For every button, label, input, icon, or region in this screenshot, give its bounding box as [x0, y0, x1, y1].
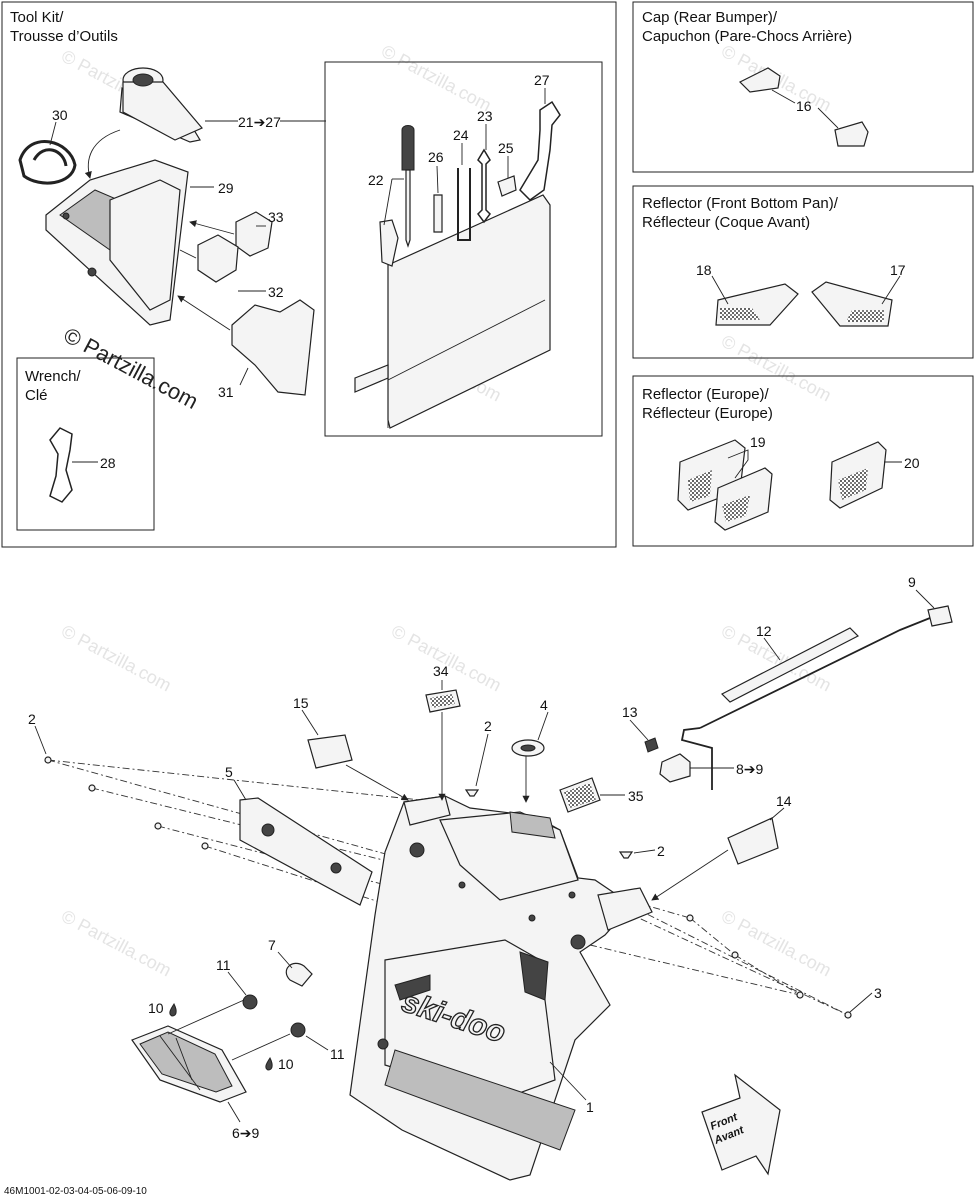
callout: 3: [874, 985, 882, 1001]
reflector-front-panel: Reflector (Front Bottom Pan)/ Réflecteur…: [632, 185, 974, 359]
callout: 27: [534, 72, 550, 88]
grommet-11a: [242, 994, 258, 1010]
grommet-13: [644, 737, 659, 753]
main-assembly: 2 2 2 3 5 ski-doo 1 15: [4, 574, 953, 1197]
small-wrench: [477, 148, 491, 224]
watermark: © Partzilla.com: [718, 621, 834, 696]
bit: [433, 194, 443, 233]
watermark: © Partzilla.com: [58, 621, 174, 696]
callout: 10: [278, 1056, 294, 1072]
tool-box: [45, 159, 189, 326]
callout: 31: [218, 384, 234, 400]
cap-right: [834, 121, 869, 147]
callout: 21➔27: [238, 114, 281, 130]
callout: 24: [453, 127, 469, 143]
callout: 19: [750, 434, 766, 450]
cap-title-2: Capuchon (Pare-Chocs Arrière): [642, 28, 852, 45]
callout: 16: [796, 98, 812, 114]
callout: 5: [225, 764, 233, 780]
callout: 8➔9: [736, 761, 764, 777]
cap-panel: Cap (Rear Bumper)/ Capuchon (Pare-Chocs …: [632, 1, 974, 173]
callout: 6➔9: [232, 1125, 260, 1141]
screwdriver: [379, 125, 415, 267]
callout: 33: [268, 209, 284, 225]
callout: 30: [52, 107, 68, 123]
callout: 18: [696, 262, 712, 278]
reflector-europe-title-2: Réflecteur (Europe): [642, 405, 773, 422]
strap: [18, 140, 77, 185]
callout: 32: [268, 284, 284, 300]
sealant-icon: [169, 1003, 177, 1017]
foam-33: [235, 211, 273, 257]
spanner: [519, 100, 561, 201]
callout: 1: [586, 1099, 594, 1115]
strip-12: [720, 627, 860, 703]
callout: 11: [216, 957, 231, 973]
decal-14: [727, 817, 779, 865]
callout: 23: [477, 108, 493, 124]
reflector-europe-panel: Reflector (Europe)/ Réflecteur (Europe) …: [632, 375, 974, 547]
hex-key: [457, 168, 471, 241]
callout: 17: [890, 262, 906, 278]
sealant-icon: [265, 1057, 273, 1071]
tool-kit-panel: Tool Kit/ Trousse d’Outils 21➔27 30: [1, 1, 617, 548]
callout: 11: [330, 1046, 345, 1062]
bracket-5: [239, 797, 373, 906]
socket-8: [659, 753, 691, 783]
callout: 28: [100, 455, 116, 471]
tool-kit-title-1: Tool Kit/: [10, 9, 64, 26]
watermark: © Partzilla.com: [718, 906, 834, 981]
clip: [497, 175, 517, 197]
rivets: [44, 756, 852, 1019]
wire-harness: [699, 617, 931, 729]
bulb-7: [285, 962, 313, 987]
wrench-sub-box: [16, 357, 155, 531]
callout: 2: [28, 711, 36, 727]
reflector-front-title-2: Réflecteur (Coque Avant): [642, 214, 810, 231]
callout: 34: [433, 663, 449, 679]
callout: 26: [428, 149, 444, 165]
callout: 22: [368, 172, 384, 188]
tools-sub-box: [324, 61, 603, 437]
connector-9: [927, 605, 953, 627]
callout: 12: [756, 623, 772, 639]
cap-title-1: Cap (Rear Bumper)/: [642, 9, 778, 26]
watermark: © Partzilla.com: [378, 41, 494, 116]
callout: 15: [293, 695, 309, 711]
tool-kit-title-2: Trousse d’Outils: [10, 28, 118, 45]
callout: 10: [148, 1000, 164, 1016]
reflector-front-title-1: Reflector (Front Bottom Pan)/: [642, 195, 839, 212]
front-arrow: Front Avant: [701, 1073, 781, 1176]
callout: 14: [776, 793, 792, 809]
grommet-11b: [290, 1022, 306, 1038]
drawing-code: 46M1001-02-03-04-05-06-09-10: [4, 1186, 147, 1197]
callout: 9: [908, 574, 916, 590]
decal-15: [307, 734, 353, 769]
foam-32: [197, 234, 239, 283]
foam-31: [231, 299, 315, 396]
wrench-title-1: Wrench/: [25, 368, 81, 385]
callout: 25: [498, 140, 514, 156]
callout: 7: [268, 937, 276, 953]
reflector-europe-title-1: Reflector (Europe)/: [642, 386, 770, 403]
tool-pouch: [354, 194, 551, 429]
watermark: © Partzilla.com: [58, 906, 174, 981]
wrench-part: [49, 427, 73, 503]
callout: 2: [657, 843, 665, 859]
callout: 29: [218, 180, 234, 196]
callout: 13: [622, 704, 638, 720]
callout: 2: [484, 718, 492, 734]
cap-left: [738, 67, 781, 93]
watermark-bold: © Partzilla.com: [60, 322, 203, 414]
watermark: © Partzilla.com: [388, 621, 504, 696]
callout: 4: [540, 697, 548, 713]
tool-roll: [119, 67, 203, 143]
callout: 35: [628, 788, 644, 804]
side-plate: [597, 887, 653, 931]
wrench-title-2: Clé: [25, 387, 48, 404]
callout: 20: [904, 455, 920, 471]
